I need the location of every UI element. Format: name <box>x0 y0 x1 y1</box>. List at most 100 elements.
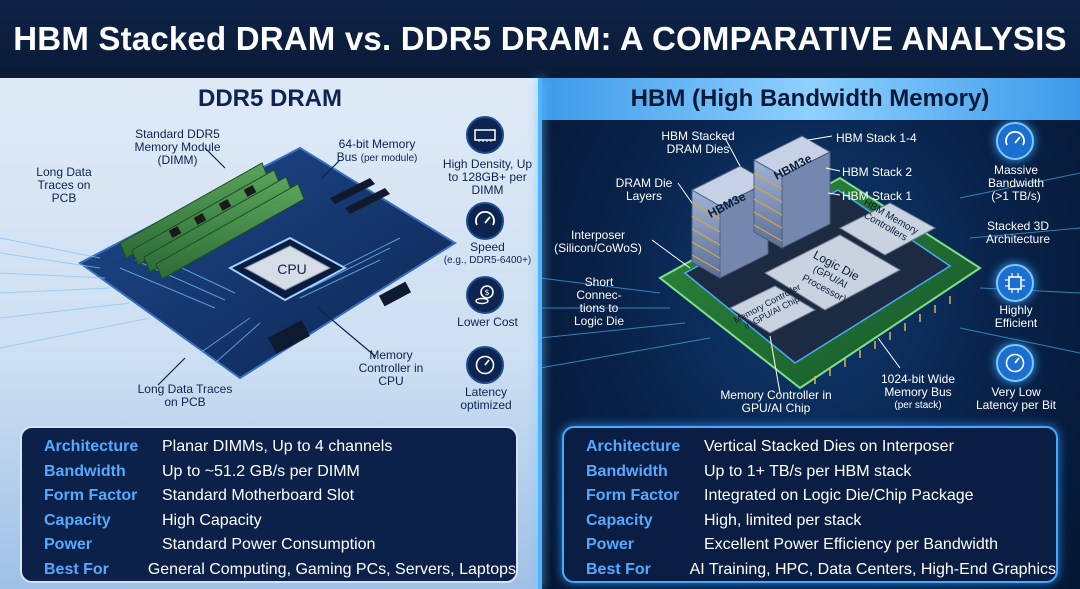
coins-icon: $ <box>466 276 504 314</box>
page-title: HBM Stacked DRAM vs. DDR5 DRAM: A COMPAR… <box>13 20 1067 57</box>
traces-bottom-label: Long Data Traces on PCB <box>137 382 233 409</box>
stacked-dies-label: HBM Stacked DRAM Dies <box>661 129 735 156</box>
feature-density: High Density, Up to 128GB+ per DIMM <box>442 157 533 197</box>
stack-2-label: HBM Stack 2 <box>842 165 913 179</box>
feature-speed-text: Speed <box>470 240 505 254</box>
memory-controller-label: Memory Controller in CPU <box>358 348 424 388</box>
table-row: Form Factor Standard Motherboard Slot <box>44 484 516 509</box>
feature-speed: Speed (e.g., DDR5-6400+) <box>440 241 535 267</box>
dimm-label: Standard DDR5 Memory Module (DIMM) <box>134 127 221 167</box>
efficiency-chip-icon <box>996 264 1034 302</box>
table-row: Capacity High, limited per stack <box>586 509 1056 534</box>
traces-top-label: Long Data Traces on PCB <box>36 165 92 205</box>
table-row: Power Excellent Power Efficiency per Band… <box>586 533 1056 558</box>
feature-latency: Latency optimized <box>460 385 512 412</box>
spec-key: Power <box>44 536 93 554</box>
spec-value: AI Training, HPC, Data Centers, High-End… <box>689 560 1056 578</box>
spec-value: Up to ~51.2 GB/s per DIMM <box>162 462 360 480</box>
table-row: Bandwidth Up to 1+ TB/s per HBM stack <box>586 460 1056 485</box>
package-pins <box>814 296 951 384</box>
expansion-slot <box>330 178 375 204</box>
spec-key: Form Factor <box>44 487 138 505</box>
spec-value: Vertical Stacked Dies on Interposer <box>704 438 954 456</box>
speedometer-icon <box>996 122 1034 160</box>
spec-key: Power <box>586 536 635 554</box>
callout-lines <box>651 135 901 394</box>
bus-label-word: Bus <box>336 150 358 164</box>
table-row: Best For AI Training, HPC, Data Centers, … <box>586 558 1056 583</box>
memory-bus-sub: (per stack) <box>894 400 942 411</box>
spec-value: Standard Power Consumption <box>162 536 376 554</box>
table-row: Form Factor Integrated on Logic Die/Chip … <box>586 484 1056 509</box>
spec-key: Bandwidth <box>586 462 668 480</box>
gauge-icon <box>466 346 504 384</box>
spec-value: Standard Motherboard Slot <box>162 487 355 505</box>
cpu-label: CPU <box>277 261 307 277</box>
speedometer-icon <box>466 202 504 240</box>
cpu-chip <box>227 236 348 302</box>
feature-efficient: Highly Efficient <box>994 303 1038 330</box>
panel-divider <box>538 78 542 589</box>
table-row: Architecture Vertical Stacked Dies on Int… <box>586 435 1056 460</box>
table-row: Power Standard Power Consumption <box>44 533 516 558</box>
svg-text:$: $ <box>484 288 489 297</box>
table-row: Architecture Planar DIMMs, Up to 4 channe… <box>44 435 516 460</box>
stack-1-label: HBM Stack 1 <box>842 189 913 203</box>
ddr5-heading: DDR5 DRAM <box>198 85 342 112</box>
bus-label-line1: 64-bit Memory <box>338 137 416 151</box>
hbm-panel: HBM (High Bandwidth Memory) <box>540 78 1080 589</box>
stack-1-4-label: HBM Stack 1-4 <box>836 131 917 145</box>
feature-bandwidth: Massive Bandwidth (>1 TB/s) <box>987 163 1045 203</box>
bus-label-line2: Bus (per module) <box>322 151 432 165</box>
callout-lines <box>157 147 376 386</box>
spec-value: High Capacity <box>162 511 262 529</box>
table-row: Bandwidth Up to ~51.2 GB/s per DIMM <box>44 460 516 485</box>
board-chip <box>267 320 311 354</box>
spec-key: Capacity <box>44 511 111 529</box>
spec-key: Form Factor <box>586 487 680 505</box>
bus-sub-label: (per module) <box>360 153 418 164</box>
spec-key: Capacity <box>586 511 653 529</box>
pcb-traces <box>0 237 401 364</box>
latency-gauge-icon <box>996 344 1034 382</box>
feature-stacked: Stacked 3D Architecture <box>985 219 1051 246</box>
table-row: Capacity High Capacity <box>44 509 516 534</box>
memory-controller-label: Memory Controller in GPU/AI Chip <box>720 388 832 415</box>
feature-speed-sub: (e.g., DDR5-6400+) <box>443 255 532 266</box>
memory-chip-icon <box>466 116 504 154</box>
ddr5-panel: DDR5 DRAM <box>0 78 540 589</box>
hbm-package-illustration <box>540 135 1080 394</box>
hbm-spec-table: Architecture Vertical Stacked Dies on Int… <box>562 426 1058 583</box>
ddr5-dimms <box>119 162 305 280</box>
spec-value: General Computing, Gaming PCs, Servers, … <box>147 560 516 578</box>
logic-die <box>763 234 902 311</box>
ddr5-motherboard-illustration <box>0 146 457 386</box>
spec-key: Best For <box>586 560 651 578</box>
bus-label: 64-bit Memory Bus (per module) <box>322 138 432 165</box>
board-chip <box>378 281 412 307</box>
feature-cost: Lower Cost <box>457 315 518 329</box>
hbm-heading: HBM (High Bandwidth Memory) <box>540 78 1080 120</box>
memory-bus-label: 1024-bit Wide Memory Bus (per stack) <box>866 373 970 412</box>
memory-bus-text: 1024-bit Wide Memory Bus <box>880 372 956 399</box>
spec-key: Best For <box>44 560 109 578</box>
memory-controller-die <box>728 285 817 334</box>
table-row: Best For General Computing, Gaming PCs, S… <box>44 558 516 583</box>
glow-traces <box>540 172 1080 369</box>
spec-key: Architecture <box>44 438 139 456</box>
spec-key: Architecture <box>586 438 681 456</box>
ddr5-spec-table: Architecture Planar DIMMs, Up to 4 channe… <box>20 426 518 583</box>
spec-value: High, limited per stack <box>704 511 862 529</box>
die-layers-label: DRAM Die Layers <box>615 176 673 203</box>
interposer-label: Interposer (Silicon/CoWoS) <box>554 228 642 255</box>
spec-value: Planar DIMMs, Up to 4 channels <box>162 438 393 456</box>
feature-latency: Very Low Latency per Bit <box>975 385 1057 412</box>
spec-value: Up to 1+ TB/s per HBM stack <box>704 462 912 480</box>
title-bar: HBM Stacked DRAM vs. DDR5 DRAM: A COMPAR… <box>0 0 1080 78</box>
spec-key: Bandwidth <box>44 462 126 480</box>
spec-value: Excellent Power Efficiency per Bandwidth <box>704 536 999 554</box>
expansion-slot <box>345 188 390 214</box>
short-connections-label: Short Connec-tions to Logic Die <box>573 275 625 328</box>
spec-value: Integrated on Logic Die/Chip Package <box>704 487 974 505</box>
